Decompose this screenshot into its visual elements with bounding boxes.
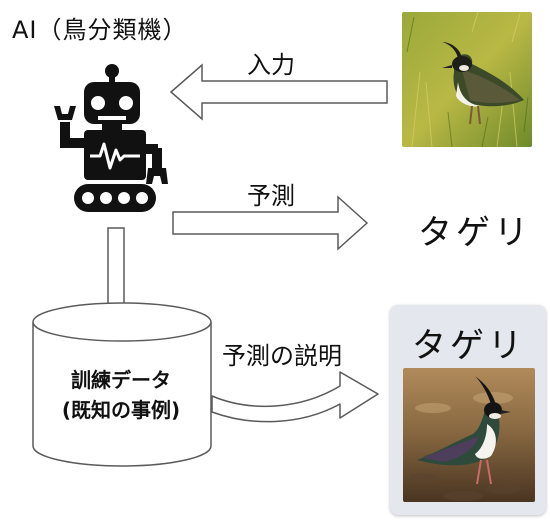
- input-arrow: [169, 63, 388, 121]
- database-label-line1: 訓練データ: [71, 368, 171, 392]
- explanation-result: タゲリ: [412, 326, 526, 366]
- input-arrow-label: 入力: [247, 51, 295, 79]
- explanation-bird-photo: [403, 368, 535, 502]
- input-bird-photo: [402, 12, 532, 147]
- predict-arrow-label: 予測: [247, 182, 295, 210]
- explanation-arrow-label: 予測の説明: [222, 342, 342, 370]
- robot-icon: [54, 64, 168, 212]
- database-label: 訓練データ (既知の事例): [32, 365, 210, 425]
- diagram-title: AI（鳥分類機）: [12, 16, 188, 44]
- database-cylinder-icon: [32, 302, 212, 467]
- predict-arrow: [172, 195, 369, 251]
- database-label-line2: (既知の事例): [61, 398, 181, 422]
- explanation-arrow: [211, 371, 379, 423]
- prediction-result: タゲリ: [418, 213, 532, 253]
